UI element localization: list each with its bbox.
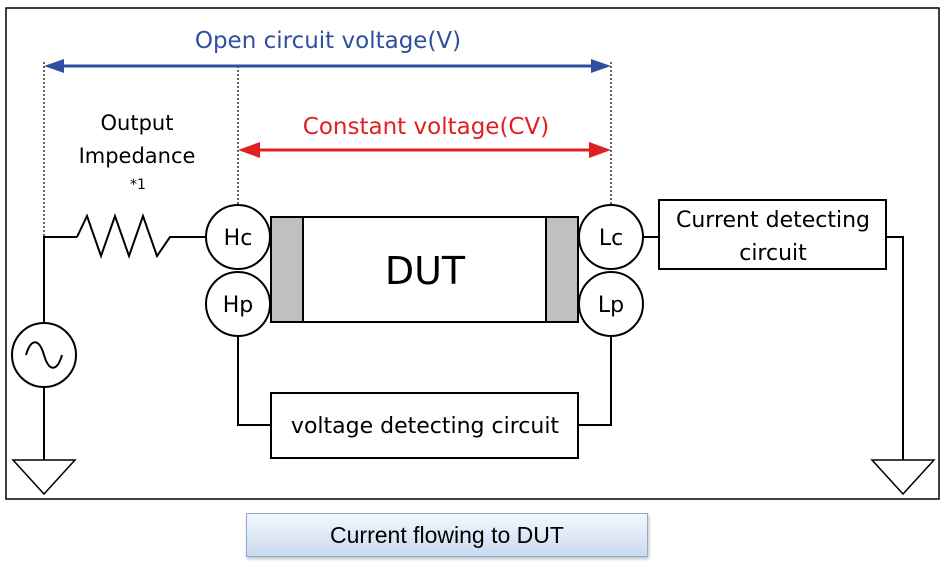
ground-right-icon	[870, 459, 936, 496]
terminal-lc	[578, 204, 644, 270]
terminal-hp	[205, 271, 271, 337]
output-impedance-label-line1: Output	[101, 111, 174, 135]
caption-box: Current flowing to DUT	[246, 513, 648, 557]
dut-component	[270, 216, 579, 323]
current-detecting-circuit-box	[658, 199, 887, 270]
dut-label: DUT	[385, 249, 466, 293]
dotted-guides	[43, 62, 612, 237]
wires	[43, 212, 904, 460]
dut-left-electrode	[270, 216, 304, 323]
current-detecting-label-line2: circuit	[739, 241, 807, 266]
constant-voltage-label: Constant voltage(CV)	[303, 114, 549, 140]
voltage-detecting-label: voltage detecting circuit	[291, 414, 560, 439]
diagram-frame	[5, 7, 940, 500]
terminal-lp-label: Lp	[598, 293, 624, 318]
wire-hp-vdc	[237, 336, 271, 426]
note-mark: *1	[130, 177, 146, 193]
current-detecting-label-line1: Current detecting	[676, 208, 870, 233]
wire-source-top	[43, 236, 77, 334]
terminal-lp	[578, 271, 644, 337]
open-circuit-voltage-label: Open circuit voltage(V)	[195, 28, 461, 54]
caption-label: Current flowing to DUT	[330, 521, 564, 548]
terminal-hc	[205, 204, 271, 270]
dut-right-electrode	[545, 216, 579, 323]
ac-source-icon	[11, 322, 77, 388]
wire-lp-vdc	[578, 336, 612, 426]
open-circuit-voltage-arrow	[44, 59, 611, 73]
resistor-icon	[76, 212, 206, 260]
wire-cdc-ground	[886, 236, 904, 460]
terminal-hp-label: Hp	[223, 293, 254, 318]
constant-voltage-arrow	[238, 142, 611, 158]
ground-left-icon	[11, 459, 77, 496]
terminal-hc-label: Hc	[224, 226, 253, 251]
voltage-detecting-circuit-box	[270, 392, 579, 459]
output-impedance-label-line2: Impedance	[79, 144, 196, 168]
terminal-lc-label: Lc	[599, 226, 623, 251]
